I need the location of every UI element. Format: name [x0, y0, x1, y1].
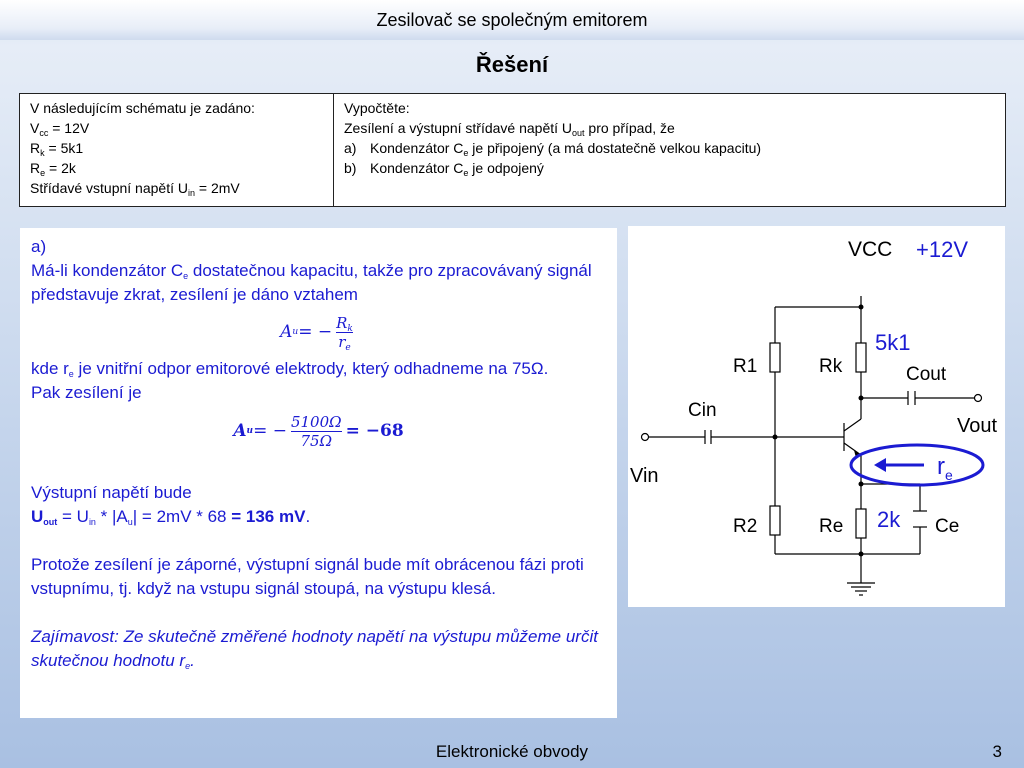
solution-p3: Pak zesílení je — [31, 383, 142, 402]
slide-header: Zesilovač se společným emitorem — [0, 0, 1024, 40]
cin-label: Cin — [688, 400, 717, 421]
given-re: Re = 2k — [30, 160, 76, 178]
vout-terminal — [973, 393, 983, 403]
solution-p6: Protože zesílení je záporné, výstupní si… — [31, 555, 584, 598]
task-line: Zesílení a výstupní střídavé napětí Uout… — [344, 120, 675, 138]
vout-label: Vout — [957, 415, 997, 437]
task-item-a: a)Kondenzátor Ce je připojený (a má dost… — [344, 140, 762, 158]
re-internal-label: re — [937, 453, 953, 483]
circuit-panel: VCC +12V 5k1 R1 Rk Cout Cin Vout re Vin … — [628, 226, 1005, 607]
vin-label: Vin — [630, 465, 659, 487]
vcc-label: VCC — [848, 238, 892, 261]
footer-title: Elektronické obvody — [435, 742, 589, 761]
given-rk: Rk = 5k1 — [30, 140, 84, 158]
rk-label: Rk — [819, 356, 843, 377]
solution-p5: Uout = Uin * |Au| = 2mV * 68 = 136 mV. — [31, 507, 311, 527]
circuit-junctions — [772, 304, 864, 557]
given-vcc: Vcc = 12V — [30, 120, 90, 138]
solution-p2: kde re je vnitřní odpor emitorové elektr… — [31, 359, 549, 379]
resistor-r1 — [769, 342, 781, 373]
r1-label: R1 — [733, 356, 757, 377]
task-intro: Vypočtěte: — [344, 100, 410, 116]
given-uin: Střídavé vstupní napětí Uin = 2mV — [30, 180, 240, 198]
solution-panel: a) Má-li kondenzátor Ce dostatečnou kapa… — [20, 228, 617, 718]
solution-p1: Má-li kondenzátor Ce dostatečnou kapacit… — [31, 261, 592, 304]
solution-p4: Výstupní napětí bude — [31, 483, 192, 502]
re-highlight-ellipse — [849, 443, 985, 487]
page-heading: Řešení — [475, 52, 549, 77]
resistor-r2 — [769, 505, 781, 536]
given-intro: V následujícím schématu je zadáno: — [30, 100, 255, 116]
circuit-diagram: VCC +12V 5k1 R1 Rk Cout Cin Vout re Vin … — [630, 237, 997, 596]
assignment-table: V následujícím schématu je zadáno: Vcc =… — [19, 93, 1006, 207]
given-cell: V následujícím schématu je zadáno: Vcc =… — [19, 93, 334, 207]
solution-p7: Zajímavost: Ze skutečně změřené hodnoty … — [31, 627, 598, 671]
task-item-b: b)Kondenzátor Ce je odpojený — [344, 160, 544, 178]
task-cell: Vypočtěte: Zesílení a výstupní střídavé … — [333, 93, 1006, 207]
vin-terminal — [640, 432, 650, 442]
slide-footer: Elektronické obvody 3 — [0, 740, 1024, 768]
solution-label: a) — [31, 237, 47, 256]
re-value: 2k — [877, 507, 901, 532]
re-label: Re — [819, 516, 843, 537]
slide-title: Zesilovač se společným emitorem — [376, 10, 648, 30]
rk-value: 5k1 — [875, 330, 910, 355]
resistor-re — [855, 508, 867, 539]
page-number: 3 — [992, 742, 1002, 761]
r2-label: R2 — [733, 516, 757, 537]
ce-label: Ce — [935, 516, 959, 537]
vcc-value: +12V — [916, 237, 968, 262]
re-arrowhead-icon — [874, 458, 886, 472]
cout-label: Cout — [906, 364, 947, 385]
resistor-rk — [855, 342, 867, 373]
